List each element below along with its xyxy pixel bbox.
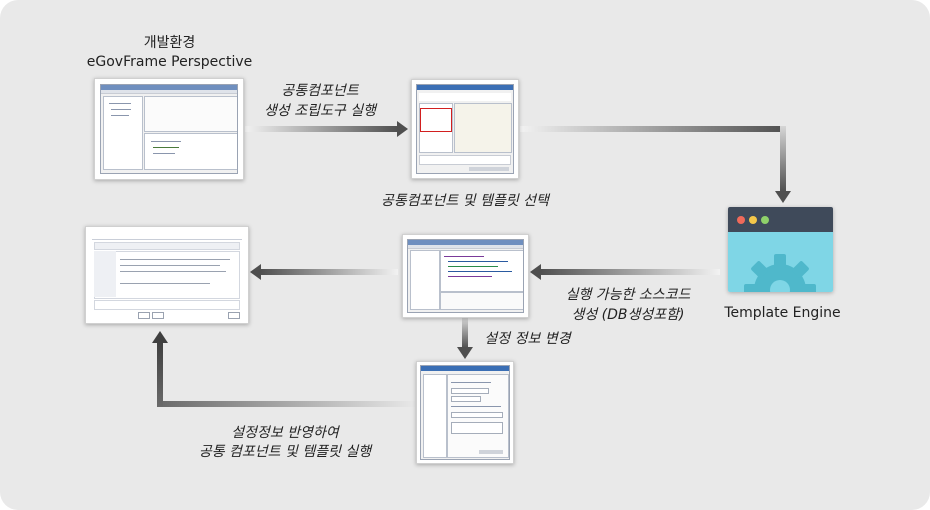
label-tool-line1: 공통컴포넌트 bbox=[281, 83, 359, 99]
arrow-code-to-settings bbox=[457, 318, 473, 359]
selection-highlight bbox=[420, 108, 452, 132]
arrow-env-to-tool bbox=[245, 121, 408, 137]
gear-icon bbox=[744, 254, 816, 292]
label-gen-line1: 실행 가능한 소스코드 bbox=[565, 287, 691, 303]
label-tool-line2: 생성 조립도구 실행 bbox=[264, 103, 376, 119]
template-engine bbox=[728, 207, 833, 292]
label-env-line2: eGovFrame Perspective bbox=[86, 54, 253, 70]
screenshot-result-page bbox=[85, 226, 249, 324]
label-select: 공통컴포넌트 및 템플릿 선택 bbox=[381, 193, 549, 209]
close-dot bbox=[737, 216, 745, 224]
engine-window-bar bbox=[728, 207, 833, 232]
label-env-line1: 개발환경 bbox=[143, 35, 196, 51]
arrow-code-to-result bbox=[250, 264, 398, 280]
label-engine: Template Engine bbox=[724, 305, 841, 321]
screenshot-settings bbox=[416, 361, 514, 464]
screenshot-component-select bbox=[411, 79, 519, 179]
maximize-dot bbox=[761, 216, 769, 224]
arrow-settings-to-result bbox=[152, 331, 415, 407]
minimize-dot bbox=[749, 216, 757, 224]
label-apply-line1: 설정정보 반영하여 bbox=[231, 425, 339, 441]
screenshot-egov-perspective bbox=[94, 78, 244, 180]
label-gen-line2: 생성 (DB생성포함) bbox=[571, 307, 685, 323]
label-change: 설정 정보 변경 bbox=[484, 331, 571, 347]
arrow-tool-to-engine bbox=[520, 126, 791, 203]
arrow-engine-to-code bbox=[530, 264, 720, 280]
label-apply-line2: 공통 컴포넌트 및 템플릿 실행 bbox=[198, 444, 372, 460]
screenshot-generated-code bbox=[402, 234, 529, 318]
